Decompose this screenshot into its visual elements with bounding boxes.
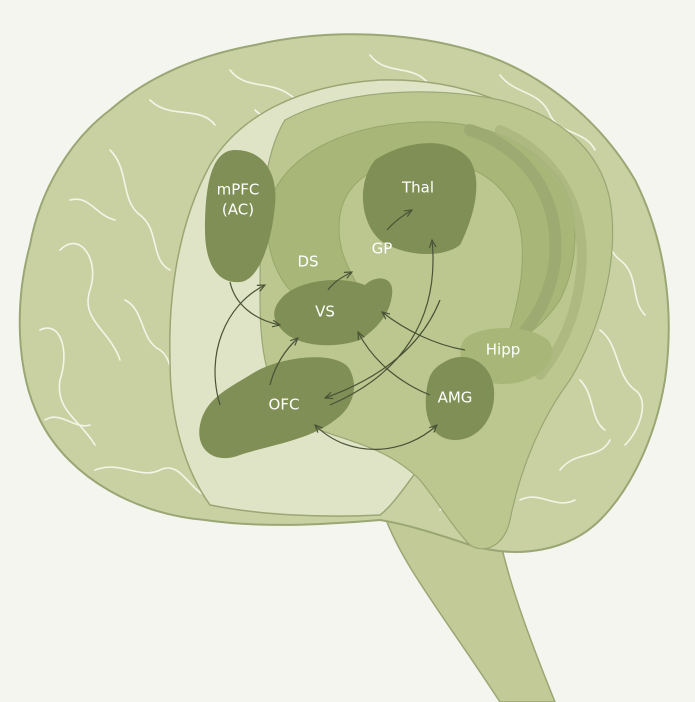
label-mpfc-line2: (AC): [222, 201, 254, 219]
label-mpfc-line1: mPFC: [217, 181, 260, 199]
label-amg: AMG: [438, 389, 473, 407]
region-thal: [363, 143, 476, 254]
label-vs: VS: [315, 303, 335, 321]
label-ds: DS: [297, 253, 318, 271]
label-gp: GP: [372, 240, 393, 258]
label-ofc: OFC: [269, 396, 300, 414]
label-hipp: Hipp: [486, 341, 521, 359]
label-thal: Thal: [401, 179, 434, 197]
